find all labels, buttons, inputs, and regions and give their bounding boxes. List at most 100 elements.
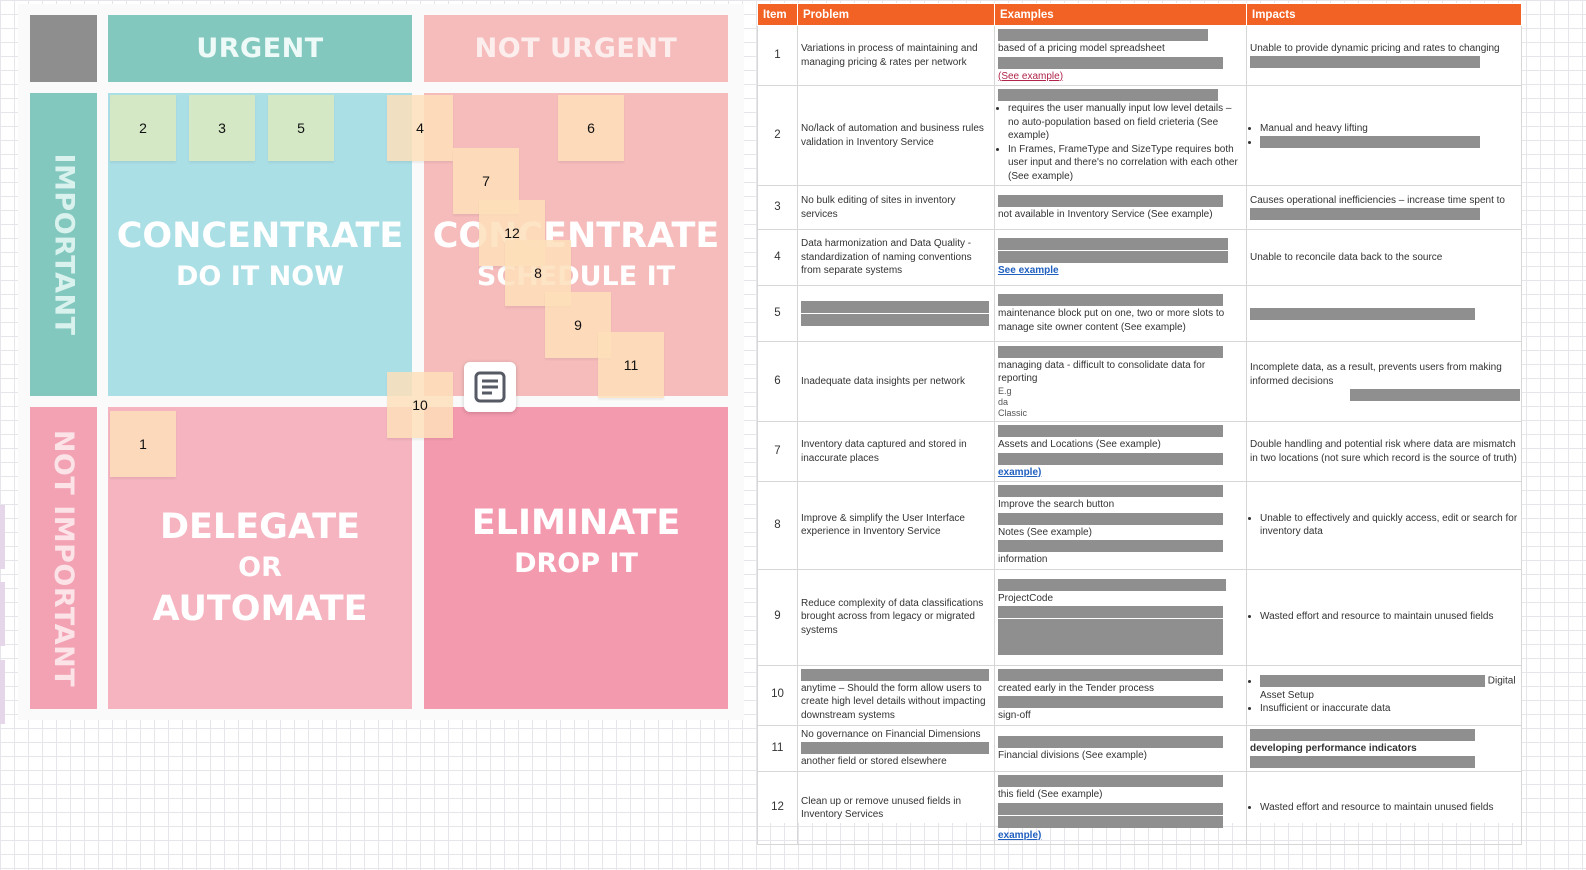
impacts-cell: Unable to provide dynamic pricing and ra… [1246, 25, 1522, 86]
item-number: 10 [757, 664, 798, 726]
q1-sub: DO IT NOW [176, 260, 344, 292]
problem-cell: anytime – Should the form allow users to… [797, 664, 995, 726]
table-row: 2 No/lack of automation and business rul… [757, 85, 1522, 186]
sticky-note[interactable]: 1 [110, 411, 176, 477]
examples-cell: based of a pricing model spreadsheet (Se… [994, 25, 1247, 86]
problem-table: Item Problem Examples Impacts 1 Variatio… [757, 3, 1522, 845]
example-text: Assets and Locations (See example) [998, 439, 1161, 450]
redacted-block [998, 735, 1223, 748]
redacted-block [1250, 728, 1475, 741]
q1-title: CONCENTRATE [116, 215, 404, 256]
problem-text: another field or stored elsewhere [801, 756, 947, 768]
example-text: managing data - difficult to consolidate… [998, 359, 1206, 385]
side-marker [0, 505, 5, 569]
see-example-link[interactable]: See example [998, 265, 1059, 277]
redacted-block [1250, 208, 1480, 221]
row-not-important: NOT IMPORTANT [30, 407, 97, 709]
sticky-note[interactable]: 9 [545, 292, 611, 358]
redacted-block [801, 668, 989, 681]
sticky-note[interactable]: 6 [558, 95, 624, 161]
q3-title2: AUTOMATE [152, 589, 368, 629]
redacted-block [1250, 756, 1475, 768]
example-text: ProjectCode [998, 592, 1054, 604]
impact-text: Digital [1487, 676, 1516, 688]
redacted-block [1260, 675, 1485, 688]
problem-table-card: Item Problem Examples Impacts 1 Variatio… [757, 3, 1522, 845]
row-important: IMPORTANT [30, 93, 97, 396]
see-example-link[interactable]: example) [998, 466, 1042, 478]
table-header-row: Item Problem Examples Impacts [757, 3, 1522, 26]
q2-title: CONCENTRATE [432, 215, 720, 256]
item-number: 1 [757, 25, 798, 86]
problem-cell: No governance on Financial Dimensions an… [797, 724, 995, 772]
header-not-urgent: NOT URGENT [424, 15, 728, 82]
sticky-note[interactable]: 4 [387, 95, 453, 161]
table-row: 10 anytime – Should the form allow users… [757, 664, 1522, 726]
examples-cell: created early in the Tender process sign… [994, 664, 1247, 726]
item-number: 3 [757, 185, 798, 230]
item-number: 2 [757, 85, 798, 186]
redacted-block [998, 668, 1223, 681]
sticky-note[interactable]: 5 [268, 95, 334, 161]
impact-text: Wasted effort and resource to maintain u… [1260, 610, 1518, 624]
redacted-block [801, 742, 989, 755]
sticky-note[interactable]: 11 [598, 332, 664, 398]
row-important-label: IMPORTANT [48, 153, 79, 336]
impact-text: Insufficient or inaccurate data [1260, 702, 1518, 716]
example-text: created early in the Tender process [998, 682, 1155, 694]
impacts-cell: Wasted effort and resource to maintain u… [1246, 771, 1522, 845]
sticky-note[interactable]: 2 [110, 95, 176, 161]
redacted-block [998, 425, 1223, 437]
col-item: Item [757, 3, 798, 26]
document-button[interactable] [464, 362, 516, 412]
problem-cell: Variations in process of maintaining and… [797, 25, 995, 86]
col-examples: Examples [994, 3, 1247, 26]
item-number: 12 [757, 771, 798, 845]
impact-text: Unable to provide dynamic pricing and ra… [1250, 42, 1500, 54]
quadrant-eliminate: ELIMINATE DROP IT [424, 407, 728, 709]
item-number: 6 [757, 341, 798, 422]
example-text: Improve the search button [998, 499, 1115, 510]
impact-text: Incomplete data, as a result, prevents u… [1250, 362, 1502, 387]
examples-cell: managing data - difficult to consolidate… [994, 341, 1247, 422]
redacted-block [801, 314, 989, 326]
redacted-block [998, 512, 1223, 525]
item-number: 5 [757, 285, 798, 342]
example-text: In Frames, FrameType and SizeType requir… [1008, 143, 1243, 184]
item-number: 4 [757, 229, 798, 286]
side-marker [0, 582, 5, 646]
redacted-block [998, 619, 1223, 656]
redacted-block [998, 802, 1223, 815]
examples-cell: See example [994, 229, 1247, 286]
impacts-cell: Incomplete data, as a result, prevents u… [1246, 341, 1522, 422]
q3-title: DELEGATE [159, 507, 361, 547]
example-text: Notes (See example) [998, 526, 1092, 538]
problem-cell: Improve & simplify the User Interface ex… [797, 481, 995, 570]
impact-text: Asset Setup [1260, 689, 1314, 701]
document-lines-icon [474, 371, 506, 403]
impacts-cell: Causes operational inefficiencies – incr… [1246, 185, 1522, 230]
impact-text: Unable to effectively and quickly access… [1260, 512, 1518, 539]
redacted-block [998, 775, 1223, 787]
table-row: 9 Reduce complexity of data classificati… [757, 568, 1522, 666]
examples-cell: Assets and Locations (See example) examp… [994, 421, 1247, 482]
problem-cell: Inadequate data insights per network [797, 341, 995, 422]
impacts-cell [1246, 285, 1522, 342]
redacted-block [1250, 307, 1475, 320]
item-number: 11 [757, 724, 798, 772]
table-row: 12 Clean up or remove unused fields in I… [757, 771, 1522, 845]
redacted-block [998, 345, 1223, 358]
matrix-corner [30, 15, 97, 82]
examples-cell: Improve the search button Notes (See exa… [994, 481, 1247, 570]
impact-text: Manual and heavy lifting [1260, 122, 1518, 136]
see-example-link[interactable]: (See example) [998, 70, 1064, 82]
sticky-note[interactable]: 3 [189, 95, 255, 161]
q4-title: ELIMINATE [471, 503, 681, 543]
example-text: not available in Inventory Service (See … [998, 208, 1213, 220]
problem-cell: No/lack of automation and business rules… [797, 85, 995, 186]
example-text: sign-off [998, 710, 1031, 721]
see-example-link[interactable]: example) [998, 829, 1042, 841]
sticky-note[interactable]: 10 [387, 372, 453, 438]
redacted-block [998, 238, 1228, 251]
q3-or: OR [238, 552, 282, 583]
